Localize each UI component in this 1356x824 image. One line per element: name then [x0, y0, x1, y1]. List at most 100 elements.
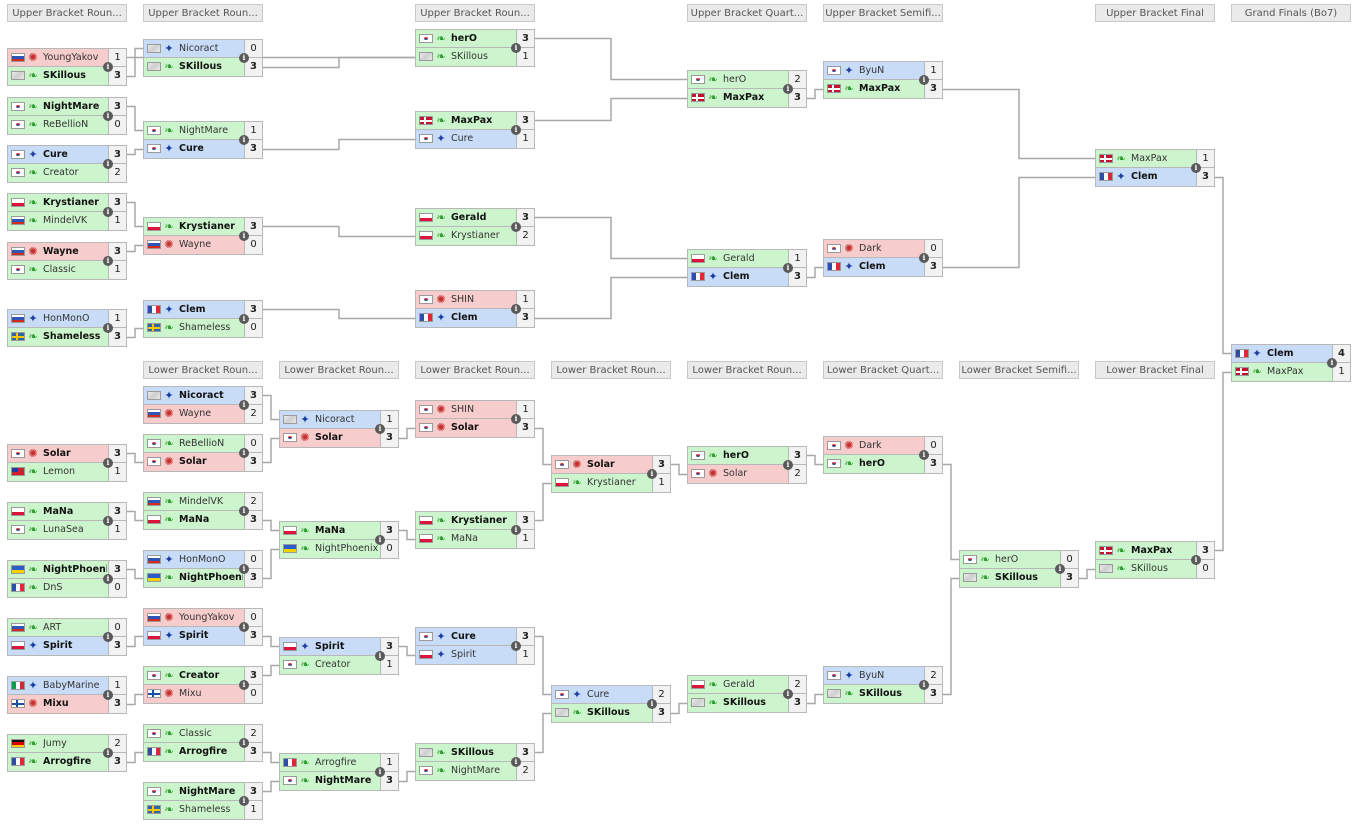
player-name[interactable]: Cure	[587, 689, 610, 700]
player-name[interactable]: Cure	[451, 631, 476, 642]
player-name[interactable]: Cure	[179, 143, 204, 154]
match-info-icon[interactable]: i	[239, 400, 249, 410]
player-name[interactable]: Spirit	[451, 649, 476, 660]
match-info-icon[interactable]: i	[783, 460, 793, 470]
player-name[interactable]: herO	[723, 74, 747, 85]
player-name[interactable]: MaNa	[43, 506, 74, 517]
player-name[interactable]: LunaSea	[43, 524, 84, 535]
player-name[interactable]: Gerald	[723, 679, 755, 690]
player-name[interactable]: MaxPax	[1131, 545, 1173, 556]
match-info-icon[interactable]: i	[103, 748, 113, 758]
player-name[interactable]: Jumy	[43, 738, 67, 749]
player-name[interactable]: Cure	[43, 149, 68, 160]
player-name[interactable]: Shameless	[43, 331, 101, 342]
player-name[interactable]: SKillous	[723, 697, 766, 708]
match-info-icon[interactable]: i	[239, 564, 249, 574]
match-info-icon[interactable]: i	[239, 506, 249, 516]
match-info-icon[interactable]: i	[103, 574, 113, 584]
match-info-icon[interactable]: i	[783, 84, 793, 94]
player-name[interactable]: SKillous	[995, 572, 1038, 583]
player-name[interactable]: SHIN	[451, 294, 475, 305]
player-name[interactable]: Nicoract	[179, 43, 219, 54]
match-info-icon[interactable]: i	[1055, 564, 1065, 574]
player-name[interactable]: herO	[859, 458, 885, 469]
player-name[interactable]: Arrogfire	[43, 756, 92, 767]
player-name[interactable]: MaNa	[179, 514, 210, 525]
player-name[interactable]: Clem	[723, 271, 750, 282]
player-name[interactable]: Mixu	[179, 688, 202, 699]
player-name[interactable]: Creator	[179, 670, 220, 681]
player-name[interactable]: MaxPax	[1267, 366, 1304, 377]
match-info-icon[interactable]: i	[511, 125, 521, 135]
match-info-icon[interactable]: i	[103, 256, 113, 266]
player-name[interactable]: MaxPax	[451, 115, 493, 126]
player-name[interactable]: Wayne	[179, 239, 212, 250]
player-name[interactable]: Krystianer	[451, 230, 500, 241]
player-name[interactable]: Nicoract	[179, 390, 224, 401]
player-name[interactable]: SKillous	[1131, 563, 1168, 574]
player-name[interactable]: Solar	[179, 456, 207, 467]
player-name[interactable]: Clem	[1267, 348, 1294, 359]
player-name[interactable]: Solar	[451, 422, 479, 433]
match-info-icon[interactable]: i	[103, 159, 113, 169]
player-name[interactable]: NightPhoenix	[179, 572, 243, 583]
player-name[interactable]: Krystianer	[179, 221, 235, 232]
player-name[interactable]: Classic	[43, 264, 76, 275]
opponent-row[interactable]: ❧NightPhoenix3	[7, 560, 127, 579]
player-name[interactable]: MindelVK	[43, 215, 88, 226]
player-name[interactable]: SKillous	[451, 747, 494, 758]
match-info-icon[interactable]: i	[103, 632, 113, 642]
match-info-icon[interactable]: i	[783, 689, 793, 699]
player-name[interactable]: Gerald	[723, 253, 755, 264]
player-name[interactable]: herO	[995, 554, 1019, 565]
player-name[interactable]: ReBellioN	[179, 438, 225, 449]
player-name[interactable]: HonMonO	[179, 554, 226, 565]
match-info-icon[interactable]: i	[103, 458, 113, 468]
match-info-icon[interactable]: i	[375, 535, 385, 545]
player-name[interactable]: Nicoract	[315, 414, 355, 425]
player-name[interactable]: BabyMarine	[43, 680, 100, 691]
player-name[interactable]: herO	[723, 450, 749, 461]
match-info-icon[interactable]: i	[239, 680, 249, 690]
player-name[interactable]: Clem	[451, 312, 478, 323]
match-info-icon[interactable]: i	[239, 448, 249, 458]
match-info-icon[interactable]: i	[103, 111, 113, 121]
match-info-icon[interactable]: i	[511, 43, 521, 53]
player-name[interactable]: SKillous	[587, 707, 630, 718]
